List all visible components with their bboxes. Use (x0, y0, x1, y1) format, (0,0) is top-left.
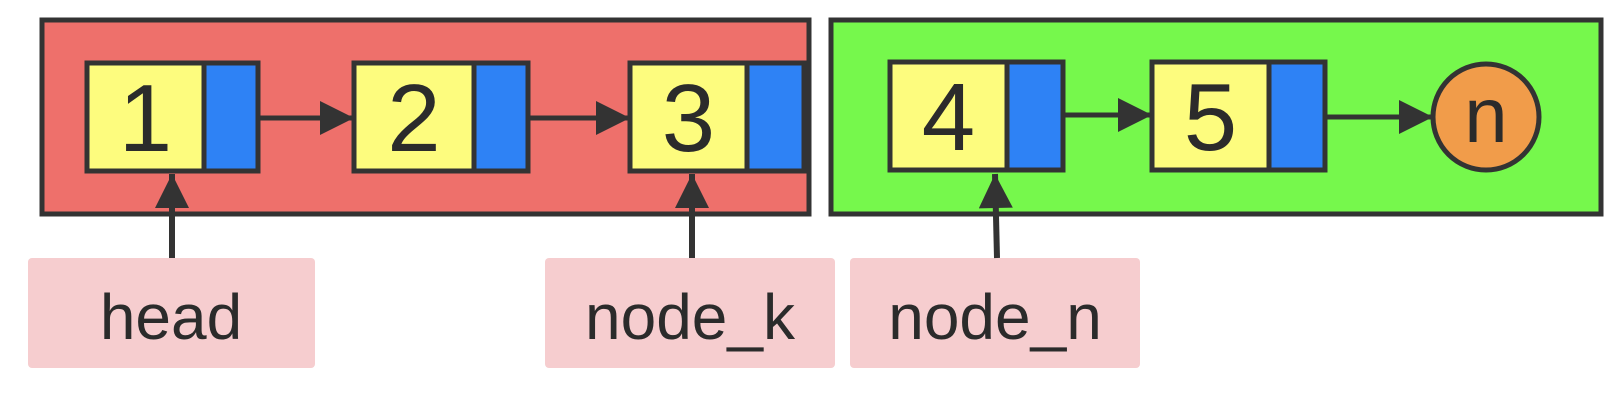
list-node-2: 2 (351, 60, 531, 174)
node-value-text: 4 (922, 64, 975, 171)
node-pointer-box (201, 60, 261, 174)
list-node-3: 3 (627, 60, 807, 174)
list-node-4: 4 (887, 59, 1066, 173)
node-value-text: 1 (119, 65, 172, 172)
node-n-label: node_n (888, 281, 1102, 353)
tail-label: n (1464, 71, 1507, 159)
list-node-1: 1 (84, 60, 261, 174)
node-pointer-box (1266, 59, 1328, 173)
node-pointer-box (471, 60, 531, 174)
node-value-text: 3 (662, 65, 715, 172)
node-k-label: node_k (585, 281, 796, 353)
label-box-node-k (545, 258, 835, 368)
label-box-head (28, 258, 315, 368)
label-box-node-n (850, 258, 1140, 368)
pointer-arrow-node-n (978, 173, 1013, 259)
head-label: head (100, 281, 242, 353)
node-value-box (84, 60, 207, 174)
node-pointer-box (1004, 59, 1066, 173)
node-value-text: 5 (1184, 64, 1237, 171)
node-value-text: 2 (387, 65, 440, 172)
node-pointer-box (744, 60, 807, 174)
node-value-box (1149, 59, 1272, 173)
tail-node: n (1430, 61, 1542, 173)
node-value-box (627, 60, 750, 174)
list-node-5: 5 (1149, 59, 1328, 173)
